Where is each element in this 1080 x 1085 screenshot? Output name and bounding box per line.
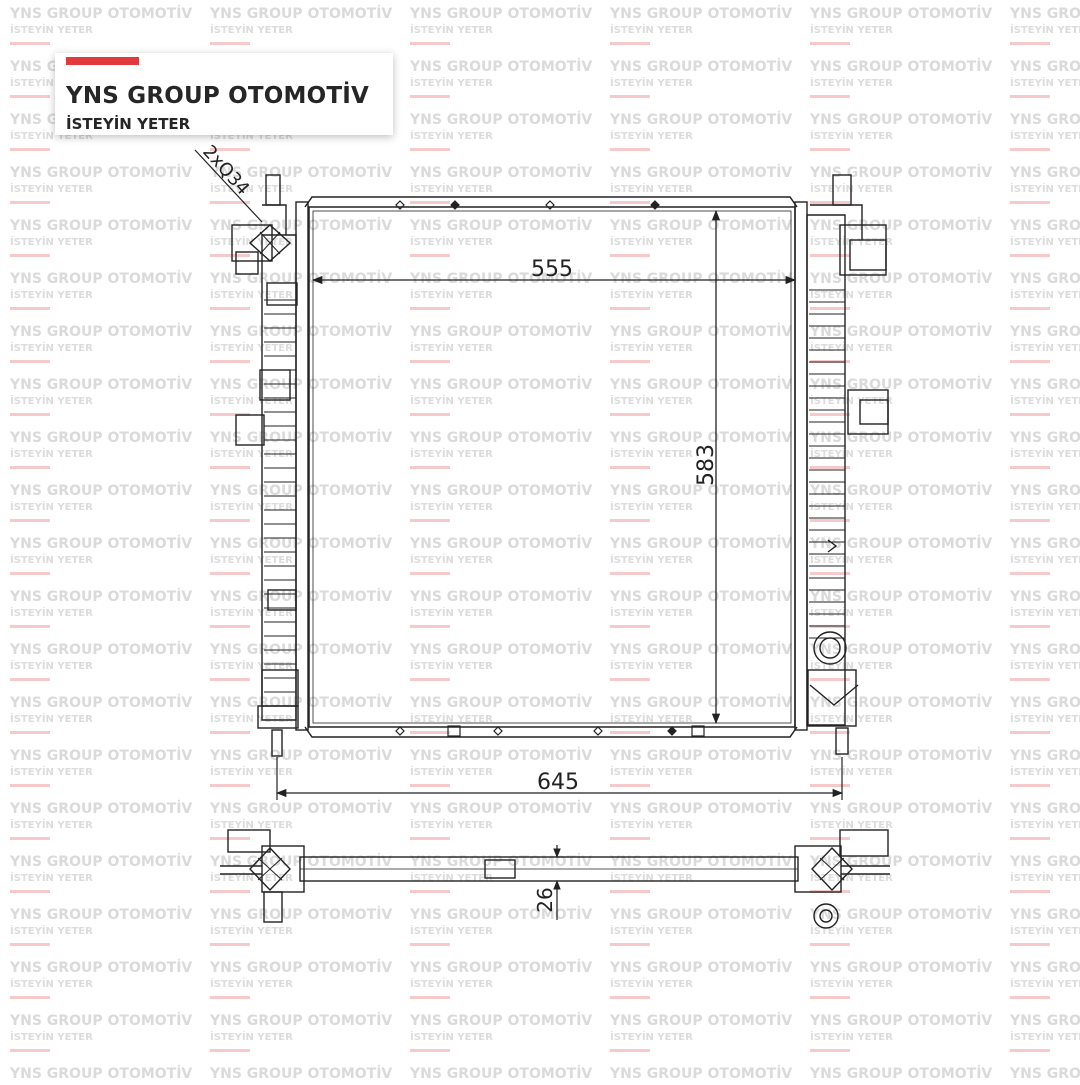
brand-tagline: İSTEYİN YETER	[66, 115, 191, 133]
connector-spec-label: 2xQ34	[198, 141, 253, 199]
bottom-frame	[304, 726, 798, 738]
dimension-label-583: 583	[694, 444, 719, 486]
brand-logo-card: YNS GROUP OTOMOTİV İSTEYİN YETER	[55, 53, 393, 135]
dimension-core-height: 583	[694, 209, 721, 725]
radiator-core	[308, 206, 796, 728]
right-tank	[794, 174, 889, 755]
left-tank-ribs	[264, 299, 296, 693]
dimension-overall-width: 645	[275, 757, 844, 800]
right-tank-ribs	[809, 289, 845, 639]
dimension-label-555: 555	[531, 257, 573, 282]
left-tank	[231, 174, 309, 757]
brand-accent-bar	[66, 57, 139, 65]
dimension-core-width: 555	[311, 257, 797, 285]
radiator-top-view	[220, 829, 890, 929]
dimension-thickness: 26	[533, 845, 561, 920]
brand-name: YNS GROUP OTOMOTİV	[66, 83, 370, 109]
connector-spec-callout: 2xQ34	[194, 141, 263, 223]
dimension-label-645: 645	[537, 770, 579, 795]
dimension-label-26: 26	[533, 887, 557, 912]
radiator-front-view	[231, 174, 889, 757]
